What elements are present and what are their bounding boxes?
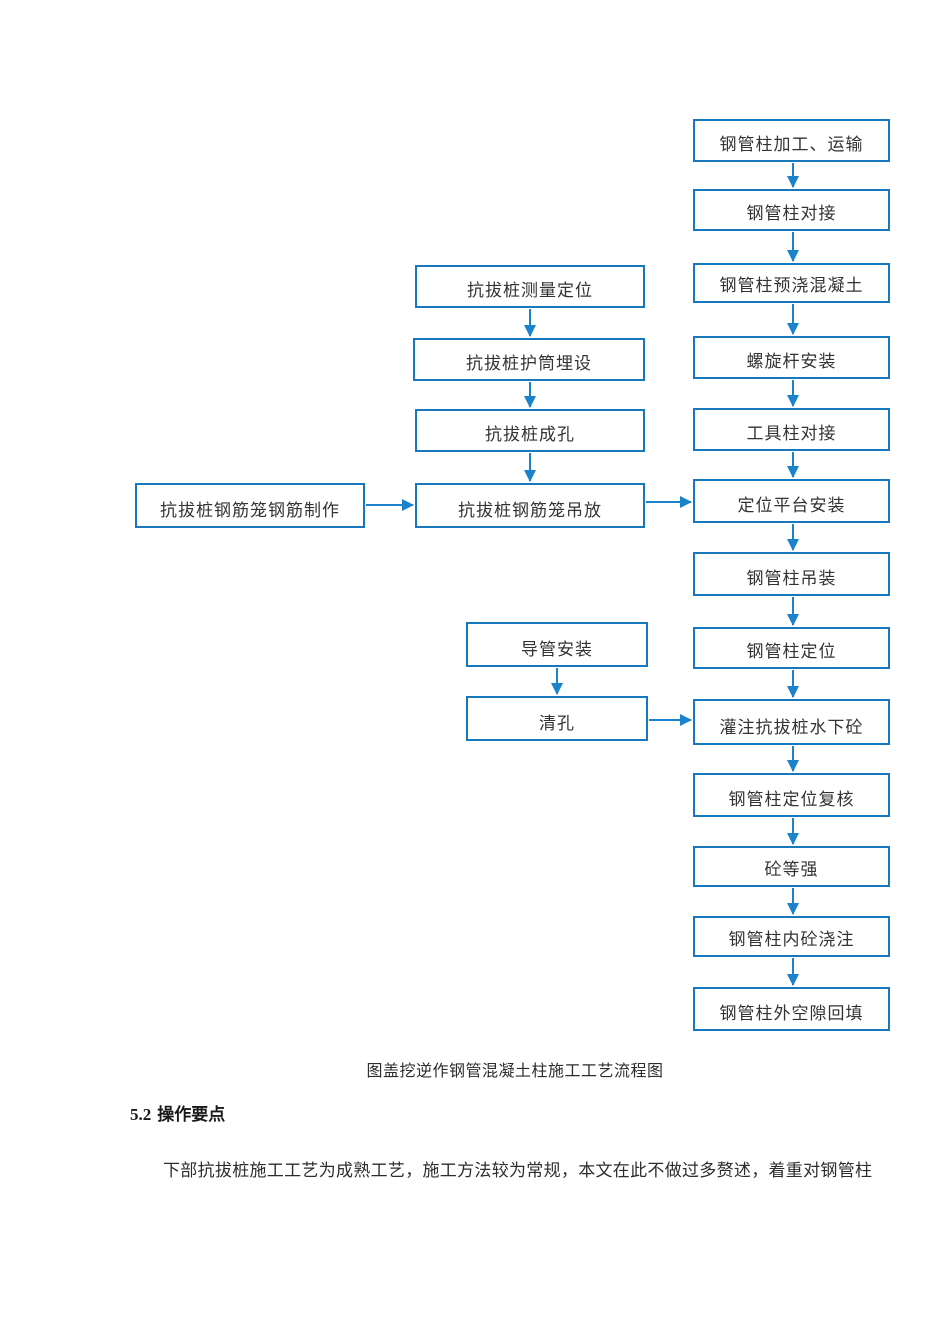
flow-node-positioning-platform-installation: 定位平台安装 [693,479,890,523]
flow-node-conduit-installation: 导管安装 [466,622,648,667]
flow-node-hole-cleaning: 清孔 [466,696,648,741]
flow-node-steel-column-outer-gap-backfill: 钢管柱外空隙回填 [693,987,890,1031]
flow-node-uplift-pile-rebar-cage-lowering: 抗拔桩钢筋笼吊放 [415,483,645,528]
flow-node-steel-column-hoisting: 钢管柱吊装 [693,552,890,596]
section-number: 5.2 [130,1105,152,1124]
flow-node-screw-rod-installation: 螺旋杆安装 [693,336,890,379]
flow-node-tool-column-butt-joint: 工具柱对接 [693,408,890,451]
flow-node-uplift-pile-hole-forming: 抗拔桩成孔 [415,409,645,452]
section-title: 操作要点 [157,1105,226,1124]
flow-node-concrete-strength-curing: 砼等强 [693,846,890,887]
flow-node-steel-column-positioning: 钢管柱定位 [693,627,890,669]
flow-node-steel-column-fabrication-transport: 钢管柱加工、运输 [693,119,890,162]
section-heading: 5.2 操作要点 [130,1100,225,1125]
flow-node-uplift-pile-rebar-cage-fabrication: 抗拔桩钢筋笼钢筋制作 [135,483,365,528]
flow-node-steel-column-inner-concrete-pour: 钢管柱内砼浇注 [693,916,890,957]
body-paragraph: 下部抗拔桩施工工艺为成熟工艺，施工方法较为常规，本文在此不做过多赘述，着重对钢管… [163,1161,873,1180]
flow-node-steel-column-precast-concrete: 钢管柱预浇混凝土 [693,263,890,303]
flow-node-steel-column-butt-joint: 钢管柱对接 [693,189,890,231]
figure-caption: 图盖挖逆作钢管混凝土柱施工工艺流程图 [366,1063,664,1080]
flow-node-underwater-concrete-pouring: 灌注抗拔桩水下砼 [693,699,890,745]
flow-node-uplift-pile-survey-positioning: 抗拔桩测量定位 [415,265,645,308]
flow-node-steel-column-position-recheck: 钢管柱定位复核 [693,773,890,817]
flow-node-uplift-pile-casing-embedding: 抗拔桩护筒埋设 [413,338,645,381]
